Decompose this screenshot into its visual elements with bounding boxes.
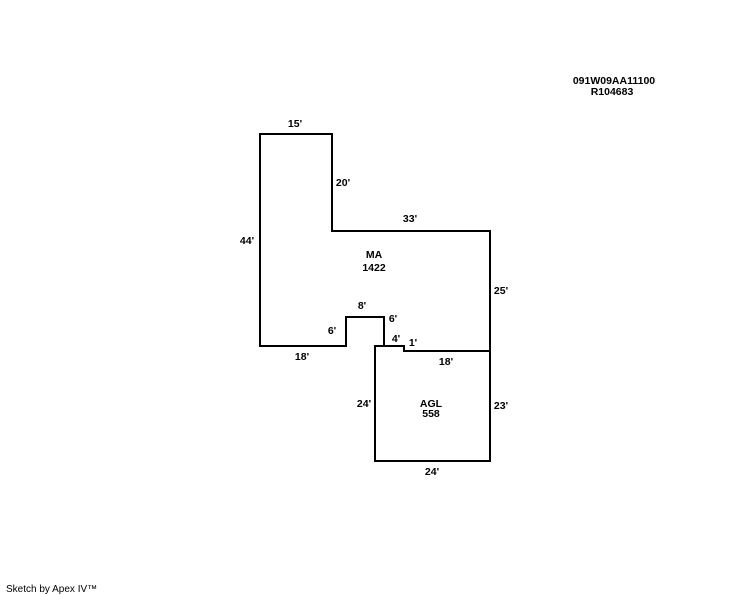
garage-area-outline [374, 345, 491, 462]
dim-ma-right-side: 25' [494, 285, 508, 297]
main-area-code: MA [366, 249, 383, 261]
dim-agl-bottom: 24' [425, 466, 439, 478]
parcel-account-number: R104683 [591, 86, 634, 98]
dim-ma-step-top: 33' [403, 213, 417, 225]
dim-ma-notch-top: 8' [358, 300, 366, 312]
software-credit: Sketch by Apex IV™ [6, 584, 97, 595]
dim-ma-upper-right-side: 20' [336, 177, 350, 189]
main-area-size: 1422 [362, 262, 386, 274]
dim-ma-ledge: 4' [392, 333, 400, 345]
dim-ma-top: 15' [288, 118, 302, 130]
dim-agl-right: 23' [494, 400, 508, 412]
dim-ma-left-side: 44' [240, 235, 254, 247]
garage-area-code: AGL [420, 398, 443, 410]
main-area-outline [259, 133, 491, 352]
dim-ma-notch-left: 6' [328, 325, 336, 337]
dim-ma-notch-right: 6' [389, 313, 397, 325]
dim-agl-left: 24' [357, 398, 371, 410]
dim-ma-jog: 1' [409, 337, 417, 349]
dim-agl-top: 18' [439, 356, 453, 368]
garage-area-size: 558 [422, 408, 440, 420]
parcel-map-id: 091W09AA11100 [573, 75, 655, 87]
dim-ma-bottom-left: 18' [295, 351, 309, 363]
